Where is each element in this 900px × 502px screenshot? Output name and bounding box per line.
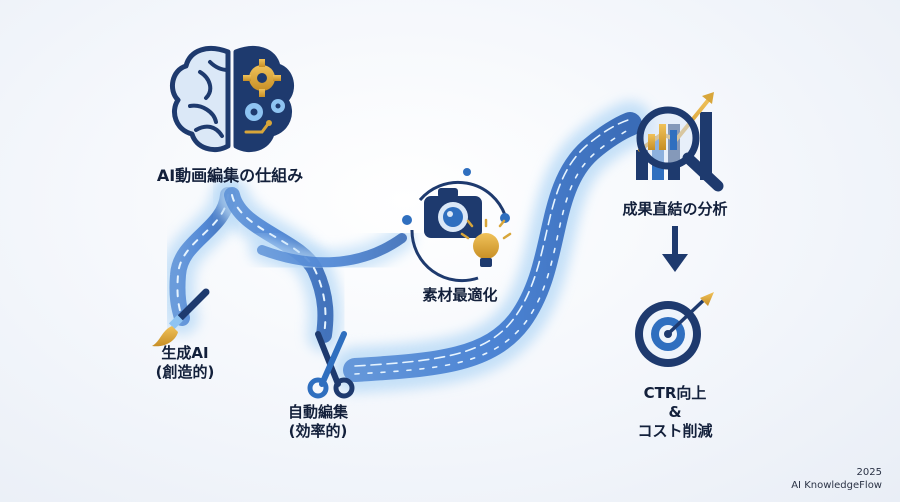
outcome-line2: & bbox=[668, 402, 682, 421]
outcome-label: CTR向上 & コスト削減 bbox=[600, 384, 750, 440]
material-optimization-label: 素材最適化 bbox=[422, 286, 498, 304]
branch-generative-line2: (創造的) bbox=[155, 362, 215, 381]
paintbrush-icon bbox=[152, 288, 210, 347]
scissors-icon bbox=[307, 331, 355, 399]
arrow-down-icon bbox=[662, 226, 688, 272]
lightbulb-icon bbox=[460, 218, 512, 267]
target-icon bbox=[635, 292, 714, 367]
brain-gear-icon bbox=[169, 46, 295, 152]
footer-brand: AI KnowledgeFlow bbox=[791, 480, 882, 491]
magnifier-chart-icon bbox=[636, 92, 724, 192]
footer-year: 2025 bbox=[856, 467, 882, 478]
branch-auto-edit-label: 自動編集 (効率的) bbox=[258, 403, 378, 441]
footer: 2025 AI KnowledgeFlow bbox=[791, 466, 882, 492]
main-title: AI動画編集の仕組み bbox=[156, 166, 304, 185]
outcome-line1: CTR向上 bbox=[643, 384, 707, 402]
branch-generative-label: 生成AI (創造的) bbox=[130, 344, 240, 382]
branch-auto-edit-line1: 自動編集 bbox=[287, 403, 348, 421]
outcome-line3: コスト削減 bbox=[637, 421, 713, 440]
camera-icon bbox=[402, 168, 510, 283]
result-analysis-label: 成果直結の分析 bbox=[622, 200, 728, 218]
branch-auto-edit-line2: (効率的) bbox=[288, 421, 348, 440]
branch-generative-line1: 生成AI bbox=[161, 344, 209, 362]
data-streams bbox=[160, 101, 653, 393]
